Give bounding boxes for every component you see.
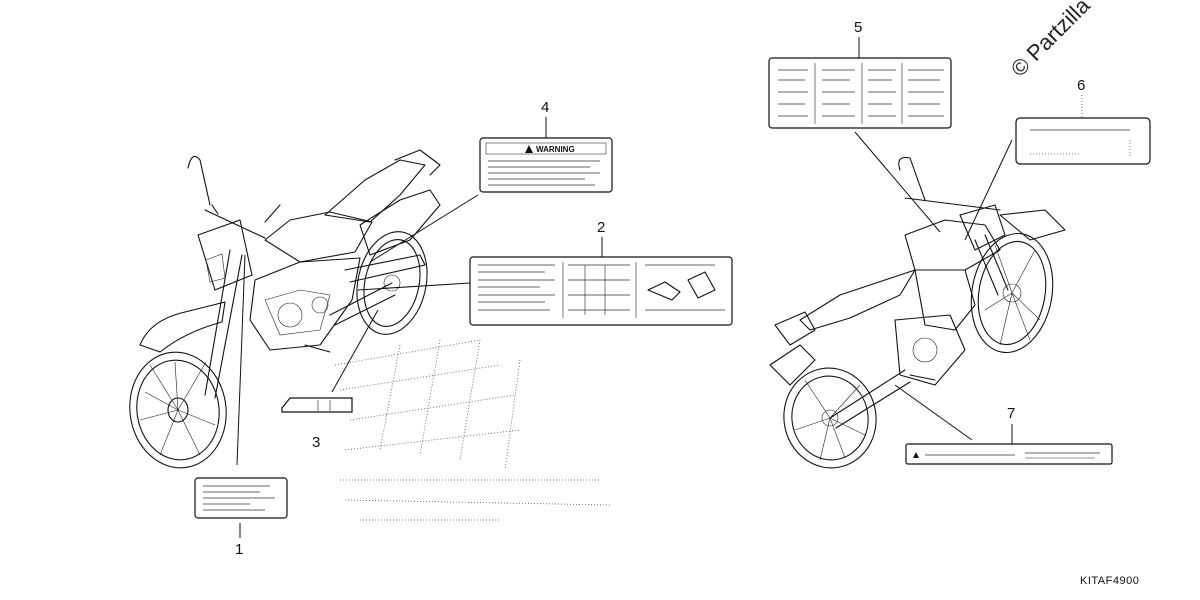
- callout-3: 3: [312, 434, 320, 451]
- callout-7: 7: [1007, 405, 1015, 422]
- callout-1: 1: [235, 541, 243, 558]
- leader-line-6-to-bike: [964, 139, 1013, 241]
- label-5[interactable]: [768, 57, 952, 129]
- faint-background-pattern: [334, 339, 611, 521]
- label-4-warning[interactable]: WARNING: [479, 137, 613, 193]
- label-7[interactable]: [905, 443, 1113, 465]
- diagram-code: KITAF4900: [1080, 575, 1139, 587]
- leader-line-5-to-bike: [854, 131, 941, 233]
- callout-5: 5: [854, 19, 862, 36]
- leader-line-3: [331, 309, 379, 393]
- watermark: © Partzilla: [1006, 0, 1095, 82]
- callout-2: 2: [597, 219, 605, 236]
- warning-triangle-icon-small: [913, 452, 919, 458]
- label-3[interactable]: [281, 397, 353, 413]
- callout-4: 4: [541, 99, 549, 116]
- label-1[interactable]: [194, 477, 288, 519]
- label-6[interactable]: [1015, 117, 1151, 165]
- callout-6: 6: [1077, 77, 1085, 94]
- left-motorcycle-illustration: [129, 149, 441, 469]
- leader-line-1-to-bike: [236, 254, 246, 466]
- warning-label-text: WARNING: [536, 145, 575, 154]
- label-2[interactable]: [469, 256, 733, 326]
- leader-line-2-to-bike: [357, 282, 471, 291]
- warning-triangle-icon: [525, 145, 533, 153]
- leader-line-7-to-bike: [894, 384, 973, 441]
- right-motorcycle-illustration: [769, 156, 1066, 469]
- leader-line-4-to-bike: [369, 194, 479, 263]
